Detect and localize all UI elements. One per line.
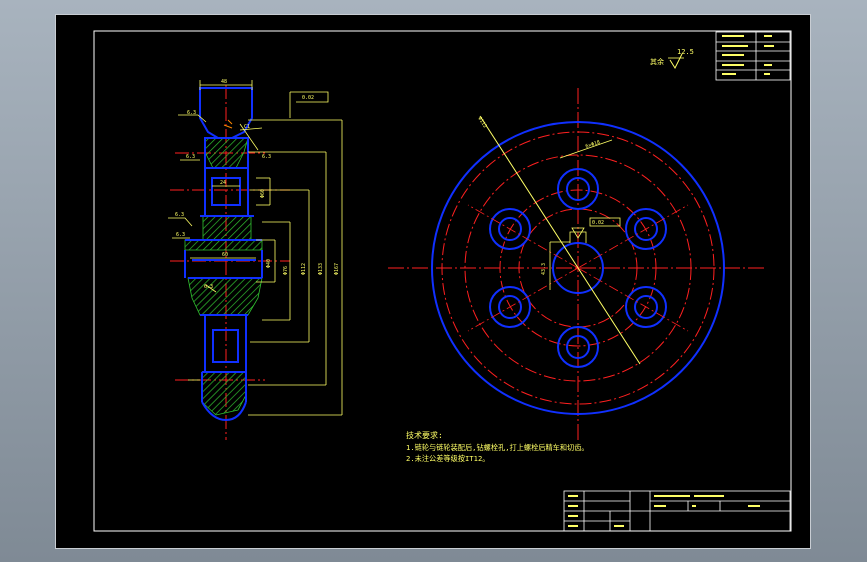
parameter-table-marks — [722, 35, 774, 75]
svg-text:Φ40: Φ40 — [266, 259, 272, 268]
bolt-holes — [489, 168, 667, 368]
svg-text:Φ112: Φ112 — [476, 116, 488, 129]
section-view: 48 0.02 6.3 6.3 6.3 6.3 24 60 6.3 C1 6.3… — [168, 79, 343, 440]
svg-text:6.3: 6.3 — [186, 154, 195, 160]
svg-text:Φ167: Φ167 — [334, 263, 340, 275]
svg-text:6.3: 6.3 — [176, 232, 185, 238]
svg-text:Φ112: Φ112 — [301, 263, 307, 275]
notes-line-1: 1.链轮与链轮装配后,钻螺栓孔,打上螺栓后精车和切齿。 — [406, 443, 589, 452]
svg-text:6.3: 6.3 — [262, 154, 271, 160]
svg-text:6.3: 6.3 — [187, 110, 196, 116]
roughness-symbol — [668, 53, 684, 70]
svg-text:Φ60: Φ60 — [260, 189, 266, 198]
parameter-table — [715, 31, 791, 81]
svg-text:Φ76: Φ76 — [283, 266, 289, 275]
roughness-label: 其余 — [650, 57, 664, 66]
svg-text:Φ133: Φ133 — [318, 263, 324, 275]
notes-heading: 技术要求: — [406, 430, 443, 440]
svg-text:43.3: 43.3 — [541, 263, 547, 275]
front-view: 0.02 6×Φ18 Φ112 43.3 — [388, 88, 765, 440]
svg-text:60: 60 — [222, 252, 228, 258]
roughness-value: 12.5 — [677, 48, 694, 56]
title-block-marks — [568, 495, 760, 527]
svg-text:0.02: 0.02 — [592, 220, 604, 226]
svg-text:6.3: 6.3 — [175, 212, 184, 218]
notes-line-2: 2.未注公差等级按IT12。 — [406, 454, 489, 463]
title-block — [563, 490, 791, 532]
svg-text:6×Φ18: 6×Φ18 — [585, 140, 601, 150]
drawing-frame — [93, 30, 792, 532]
svg-text:24: 24 — [220, 180, 226, 186]
svg-text:6.3: 6.3 — [204, 284, 213, 290]
svg-text:C1: C1 — [244, 124, 250, 130]
svg-text:0.02: 0.02 — [302, 95, 314, 101]
svg-text:48: 48 — [221, 79, 227, 85]
